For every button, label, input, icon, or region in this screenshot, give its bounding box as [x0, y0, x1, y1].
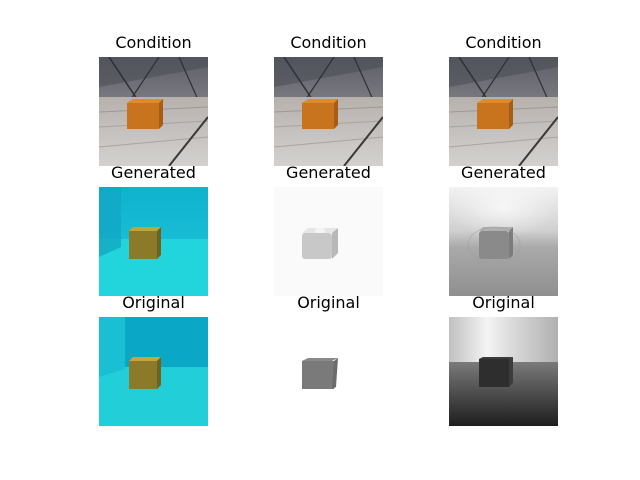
panel-title: Original [297, 293, 360, 312]
generated-depth-image [449, 187, 558, 296]
panel-title: Original [472, 293, 535, 312]
generated-normal-image [274, 187, 383, 296]
condition-image [99, 57, 208, 166]
panel-title: Generated [111, 163, 196, 182]
original-segmentation-image [99, 317, 208, 426]
original-depth-image [449, 317, 558, 426]
panel-title: Condition [465, 33, 542, 52]
panel-title: Condition [115, 33, 192, 52]
panel-title: Original [122, 293, 185, 312]
panel-title: Condition [290, 33, 367, 52]
condition-image [274, 57, 383, 166]
condition-image [449, 57, 558, 166]
original-normal-image [274, 317, 383, 426]
panel-title: Generated [461, 163, 546, 182]
panel-title: Generated [286, 163, 371, 182]
generated-segmentation-image [99, 187, 208, 296]
